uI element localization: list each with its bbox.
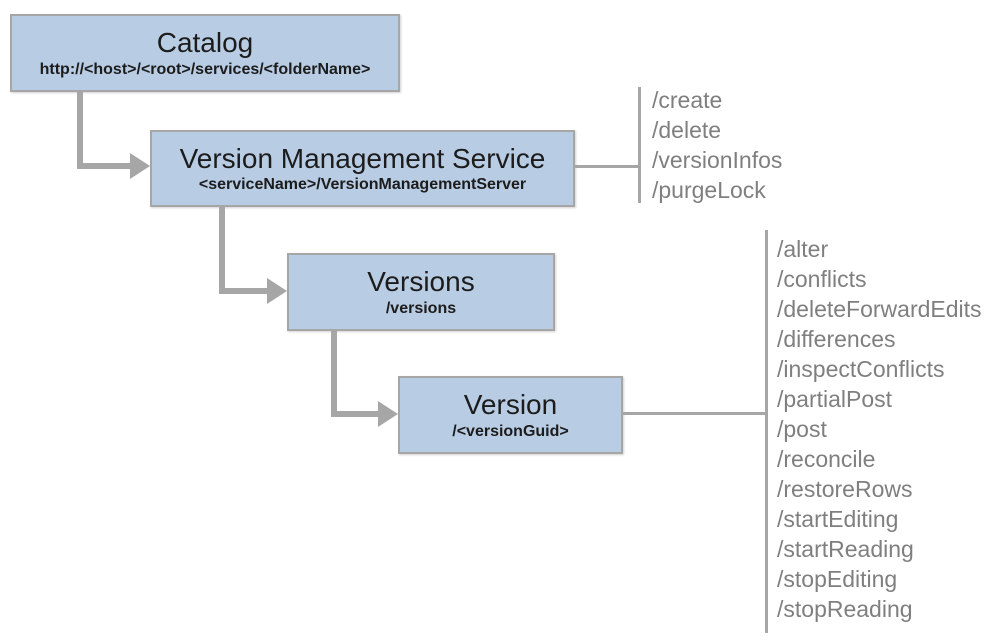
method-item: /startEditing bbox=[777, 506, 899, 532]
method-item: /delete bbox=[652, 117, 722, 143]
connector-version-to-methods bbox=[623, 412, 765, 415]
vms-methods-bracket bbox=[638, 87, 641, 203]
method-item: /versionInfos bbox=[652, 147, 783, 173]
method-item: /post bbox=[777, 416, 827, 442]
method-item: /inspectConflicts bbox=[777, 356, 945, 382]
method-item: /stopReading bbox=[777, 596, 913, 622]
node-title: Version bbox=[463, 389, 558, 421]
node-subtitle: /versions bbox=[385, 299, 457, 317]
connector-versions-to-version-horizontal bbox=[331, 411, 379, 417]
method-item: /partialPost bbox=[777, 386, 893, 412]
method-item: /reconcile bbox=[777, 446, 876, 472]
node-title: Catalog bbox=[156, 27, 254, 59]
node-catalog: Catalog http://<host>/<root>/services/<f… bbox=[10, 14, 400, 92]
node-subtitle: http://<host>/<root>/services/<folderNam… bbox=[39, 60, 371, 78]
method-item: /create bbox=[652, 87, 723, 113]
version-methods-list: /alter /conflicts /deleteForwardEdits /d… bbox=[777, 234, 982, 624]
connector-catalog-to-vms-horizontal bbox=[77, 163, 133, 169]
method-item: /startReading bbox=[777, 536, 914, 562]
connector-versions-to-version-vertical bbox=[331, 331, 337, 417]
connector-vms-to-versions-horizontal bbox=[219, 288, 269, 294]
arrowhead-icon bbox=[130, 153, 150, 179]
method-item: /deleteForwardEdits bbox=[777, 296, 982, 322]
node-version-management-service: Version Management Service <serviceName>… bbox=[150, 130, 575, 207]
method-item: /stopEditing bbox=[777, 566, 898, 592]
method-item: /alter bbox=[777, 236, 829, 262]
node-version: Version /<versionGuid> bbox=[398, 376, 623, 454]
node-subtitle: <serviceName>/VersionManagementServer bbox=[198, 176, 527, 194]
arrowhead-icon bbox=[267, 278, 287, 304]
vms-methods-list: /create /delete /versionInfos /purgeLock bbox=[652, 85, 782, 205]
method-item: /conflicts bbox=[777, 266, 867, 292]
node-subtitle: /<versionGuid> bbox=[452, 422, 569, 440]
method-item: /purgeLock bbox=[652, 177, 766, 203]
connector-vms-to-methods bbox=[575, 165, 638, 168]
node-versions: Versions /versions bbox=[287, 253, 555, 331]
connector-catalog-to-vms-vertical bbox=[77, 92, 83, 169]
method-item: /restoreRows bbox=[777, 476, 913, 502]
connector-vms-to-versions-vertical bbox=[219, 207, 225, 294]
version-methods-bracket bbox=[765, 230, 768, 633]
method-item: /differences bbox=[777, 326, 896, 352]
node-title: Version Management Service bbox=[179, 142, 546, 174]
arrowhead-icon bbox=[378, 401, 398, 427]
node-title: Versions bbox=[367, 266, 475, 298]
